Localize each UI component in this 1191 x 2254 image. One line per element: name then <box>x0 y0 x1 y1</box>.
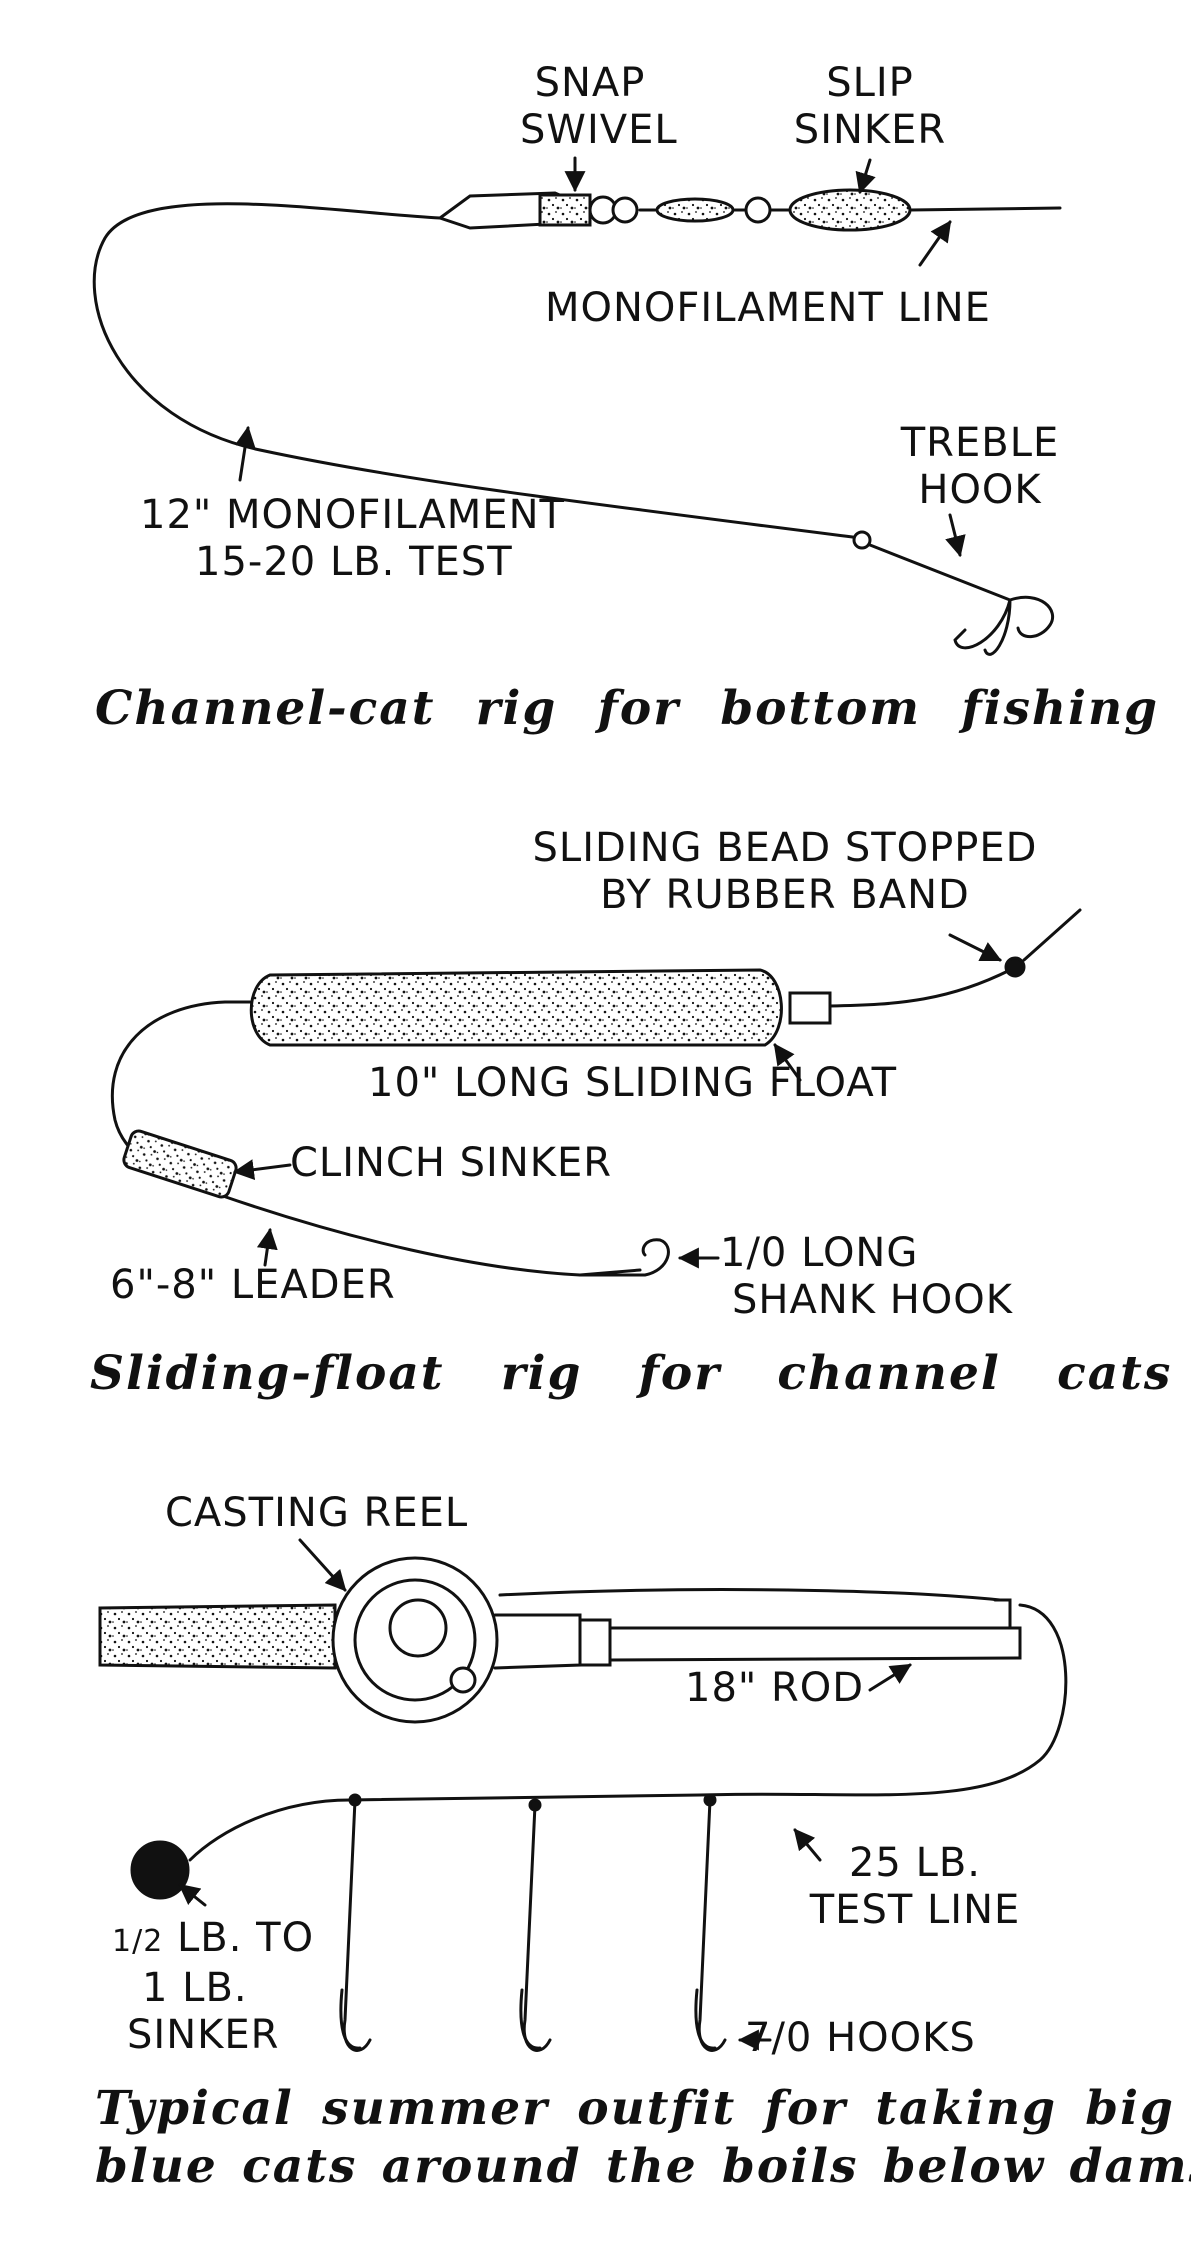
caption-summer-outfit-line-2: blue cats around the boils below dams <box>95 2139 1191 2194</box>
float-tube <box>788 991 832 1025</box>
caption-summer-outfit-line-1: Typical summer outfit for taking big <box>95 2081 1175 2136</box>
cork-handle <box>98 1603 337 1670</box>
rod-tip <box>993 1598 1012 1630</box>
sinker-line-1: 1/2 LB. TO <box>112 1915 314 1965</box>
sliding-float-rig <box>110 908 1082 1277</box>
long-shank-hook <box>578 1238 670 1277</box>
test-line-line-2: TEST LINE <box>809 1887 1021 1933</box>
hooks-label: 7/0 HOOKS <box>745 2015 976 2061</box>
long-shank-hook-line-2: SHANK HOOK <box>732 1277 1013 1323</box>
summer-outfit-rig <box>98 1538 1068 2052</box>
treble-hook-line-2: HOOK <box>918 467 1042 513</box>
clinch-sinker-body <box>122 1129 238 1199</box>
long-shank-hook-line-1: 1/0 LONG <box>720 1230 919 1276</box>
hook-eye <box>852 530 872 550</box>
sliding-bead-line-1: SLIDING BEAD STOPPED <box>532 825 1038 871</box>
reel-seat <box>493 1613 582 1670</box>
test-line-line-1: 25 LB. <box>848 1840 982 1886</box>
sinker-weight-label: 1/2 LB. TO 1 LB. SINKER <box>112 1915 314 2059</box>
slip-sinker-line-1: SLIP <box>826 60 914 106</box>
slip-sinker-label: SLIP SINKER <box>785 60 955 154</box>
caption-sliding-float-rig: Sliding-float rig for channel cats <box>90 1346 1173 1401</box>
test-line-label: 25 LB. TEST LINE <box>785 1840 1045 1934</box>
sinker-line-1-text: LB. TO <box>177 1915 315 1961</box>
treble-hook-line-1: TREBLE <box>900 420 1060 466</box>
slip-sinker-body <box>788 188 912 232</box>
treble-hook <box>868 543 1054 656</box>
rod-length-label: 18" ROD <box>685 1665 865 1711</box>
reel-spool <box>388 1598 448 1658</box>
main-line <box>92 202 862 540</box>
leader-line-1: 12" MONOFILAMENT <box>140 492 565 538</box>
sinker-line-2: 1 LB. <box>142 1965 248 2011</box>
leader-line-2: 15-20 LB. TEST <box>195 539 513 585</box>
long-shank-hook-label: 1/0 LONG SHANK HOOK <box>720 1230 1013 1324</box>
reel-knob <box>449 1666 477 1694</box>
monofilament-line-label: MONOFILAMENT LINE <box>545 285 991 331</box>
bank-sinker <box>130 1840 190 1900</box>
slip-sinker-line-2: SINKER <box>793 107 947 153</box>
casting-reel-label: CASTING REEL <box>165 1490 469 1536</box>
guide-line <box>498 1588 1002 1602</box>
sliding-bead <box>1004 956 1026 978</box>
caption-summer-outfit: Typical summer outfit for taking big blu… <box>95 2080 1191 2196</box>
snap-swivel-label: SNAP SWIVEL <box>520 60 678 154</box>
snap-swivel-line-1: SNAP <box>534 60 646 106</box>
monofilament-line <box>908 206 1062 212</box>
leader-label: 12" MONOFILAMENT 15-20 LB. TEST <box>140 492 565 586</box>
clinch-sinker-label: CLINCH SINKER <box>290 1140 613 1186</box>
float <box>249 968 783 1047</box>
treble-hook-label: TREBLE HOOK <box>880 420 1080 514</box>
channel-cat-rig <box>92 156 1062 656</box>
rod-shaft <box>578 1618 1022 1667</box>
snap-swivel-line-2: SWIVEL <box>520 107 678 153</box>
sliding-bead-line-2: BY RUBBER BAND <box>600 872 970 918</box>
sinker-fraction: 1/2 <box>112 1924 164 1959</box>
swivel-barrel <box>655 197 735 223</box>
leader-length-label: 6"-8" LEADER <box>110 1262 396 1308</box>
sliding-bead-label: SLIDING BEAD STOPPED BY RUBBER BAND <box>485 825 1085 919</box>
sinker-line-3: SINKER <box>127 2012 280 2058</box>
caption-channel-cat-rig: Channel-cat rig for bottom fishing <box>95 681 1159 736</box>
sliding-float-label: 10" LONG SLIDING FLOAT <box>368 1060 898 1106</box>
